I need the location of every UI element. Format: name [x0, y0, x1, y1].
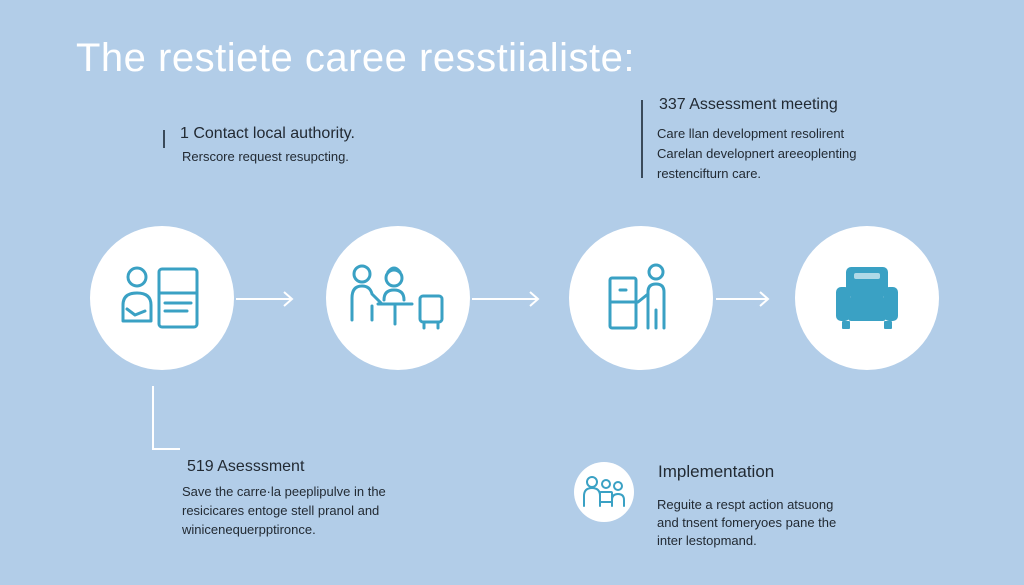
step2-circle	[326, 226, 470, 370]
step3-line: Save the carre·la peeplipulve in the	[182, 484, 386, 499]
step3-heading: 519 Asesssment	[187, 458, 305, 475]
step4-line: and tnsent fomeryoes pane the	[657, 515, 837, 530]
cabinet-person-icon	[608, 263, 666, 330]
step1-heading: 1 Contact local authority.	[180, 125, 355, 142]
step2-line: Care llan development resolirent	[657, 126, 845, 141]
step3-line: winicenequerpptironce.	[182, 522, 316, 537]
step1-body: Rerscore request resupcting.	[182, 147, 349, 167]
implementation-circle	[574, 462, 634, 522]
step2-line: restencifturn care.	[657, 166, 762, 181]
arrow-icon	[716, 291, 770, 307]
step3-body: Save the carre·la peeplipulve in the res…	[182, 482, 386, 539]
step2-marker	[641, 100, 643, 178]
step1-circle	[90, 226, 234, 370]
person-with-document-icon	[121, 266, 199, 329]
arrow-icon	[236, 291, 294, 307]
group-people-icon	[583, 476, 625, 507]
armchair-icon	[836, 267, 898, 329]
step1-marker	[163, 130, 165, 148]
step4-circle	[795, 226, 939, 370]
step4-line: inter lestopmand.	[657, 533, 757, 548]
step4-line: Reguite a respt action atsuong	[657, 497, 834, 512]
step4-heading: Implementation	[658, 462, 775, 481]
step1-line: Rerscore request resupcting.	[182, 149, 349, 164]
meeting-people-icon	[350, 264, 444, 330]
page-title: The restiete caree resstiialiste:	[76, 36, 635, 80]
step2-body: Care llan development resolirent Carelan…	[657, 124, 856, 184]
step2-line: Carelan developnert areeoplenting	[657, 146, 857, 161]
step3-connector	[152, 386, 180, 450]
arrow-icon	[472, 291, 540, 307]
step3-circle	[569, 226, 713, 370]
step4-body: Reguite a respt action atsuong and tnsen…	[657, 496, 836, 550]
step2-heading: 337 Assessment meeting	[659, 96, 838, 113]
step3-line: resicicares entoge stell pranol and	[182, 503, 380, 518]
